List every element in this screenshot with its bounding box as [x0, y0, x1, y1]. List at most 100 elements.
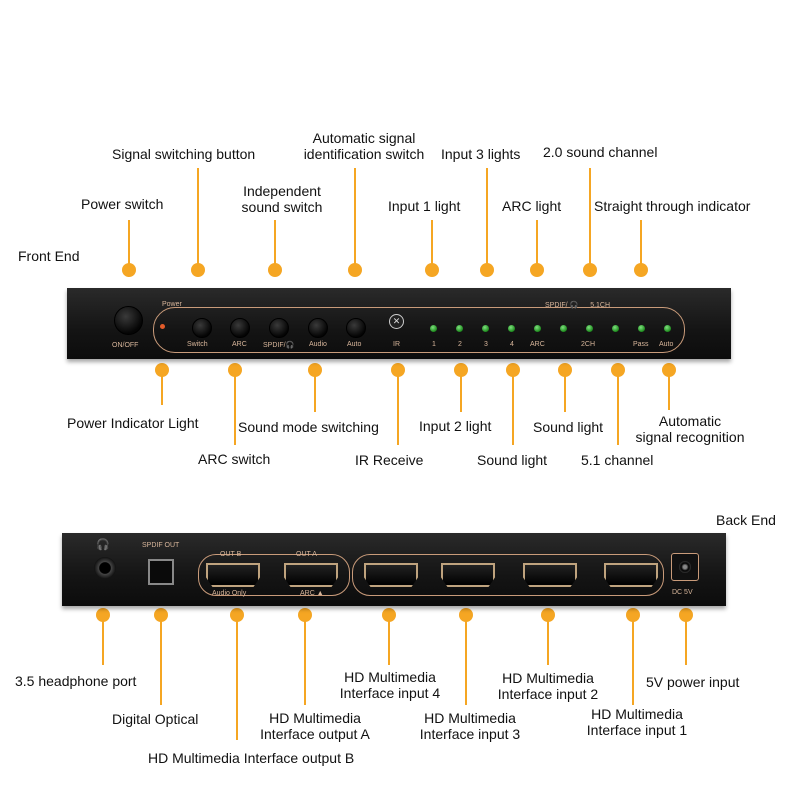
- label-auto-recognition-line1: Automatic: [658, 413, 722, 429]
- headphone-top-icon: 🎧: [569, 302, 579, 309]
- label-power-input: 5V power input: [646, 674, 740, 690]
- spdif-top-label: SPDIF/: [545, 302, 568, 309]
- headphone-jack[interactable]: [94, 557, 116, 579]
- label-arc-switch: ARC switch: [198, 451, 271, 467]
- dc-pin: [679, 561, 691, 573]
- label-independent-sound-line2: sound switch: [241, 199, 323, 215]
- led-input3: [482, 325, 489, 332]
- out-b-text: OUT B: [220, 551, 242, 558]
- label-signal-switching-button: Signal switching button: [112, 146, 256, 162]
- ch2-text: 2CH: [581, 341, 596, 348]
- label-hdmi-in4: HD Multimedia Interface input 4: [330, 669, 450, 701]
- spdif-out-text: SPDIF OUT: [142, 542, 180, 549]
- label-hdmi-in3-line2: Interface input 3: [419, 726, 521, 742]
- switch-button[interactable]: [192, 318, 212, 338]
- arc-back-label: ARC: [300, 590, 315, 597]
- label-hdmi-out-a-line1: HD Multimedia: [269, 710, 361, 726]
- led-arc: [534, 325, 541, 332]
- label-sound-channel-20: 2.0 sound channel: [543, 144, 658, 160]
- audio-text: Audio: [309, 341, 327, 348]
- out-a-text: OUT A: [296, 551, 317, 558]
- ch51-top-label: 5.1CH: [590, 302, 611, 309]
- hdmi-in1-port[interactable]: [604, 563, 658, 587]
- label-power-switch: Power switch: [81, 196, 164, 212]
- label-hdmi-in2: HD Multimedia Interface input 2: [486, 670, 610, 702]
- led-input2: [456, 325, 463, 332]
- auto-text: Auto: [347, 341, 362, 348]
- label-headphone-port: 3.5 headphone port: [15, 673, 137, 689]
- hdmi-out-b-port[interactable]: [206, 563, 260, 587]
- label-automatic-signal-id-line1: Automatic signal: [312, 130, 416, 146]
- led-pass: [638, 325, 645, 332]
- back-end-title: Back End: [716, 512, 776, 528]
- label-automatic-signal-id-line2: identification switch: [303, 146, 425, 162]
- headphone-icon: 🎧: [285, 342, 295, 349]
- label-hdmi-in4-line1: HD Multimedia: [344, 669, 436, 685]
- switch-text: Switch: [187, 341, 208, 348]
- audio-only-text: Audio Only: [212, 590, 247, 597]
- optical-port[interactable]: [148, 559, 174, 585]
- pass-text: Pass: [633, 341, 649, 348]
- label-sound-mode: Sound mode switching: [238, 419, 379, 435]
- spdif-label: SPDIF/: [263, 342, 286, 349]
- label-hdmi-out-b: HD Multimedia Interface output B: [148, 750, 355, 766]
- label-independent-sound: Independent sound switch: [232, 183, 332, 215]
- control-panel-outline: [153, 307, 685, 353]
- spdif-51ch-top-text: SPDIF/ 🎧 5.1CH: [545, 301, 610, 309]
- power-text: Power: [162, 301, 182, 308]
- label-input1-light: Input 1 light: [388, 198, 461, 214]
- hdmi-input-group: [352, 554, 664, 596]
- label-independent-sound-line1: Independent: [243, 183, 321, 199]
- dc5v-text: DC 5V: [672, 589, 693, 596]
- arc-button[interactable]: [230, 318, 250, 338]
- front-panel-device: ON/OFF Power SPDIF/ 🎧 5.1CH ✕ Switch ARC…: [67, 288, 731, 359]
- spdif-button[interactable]: [269, 318, 289, 338]
- num1-text: 1: [432, 341, 436, 348]
- label-hdmi-in1-line1: HD Multimedia: [591, 706, 683, 722]
- hdmi-in3-port[interactable]: [441, 563, 495, 587]
- hdmi-in2-port[interactable]: [523, 563, 577, 587]
- hdmi-in4-port[interactable]: [364, 563, 418, 587]
- power-knob[interactable]: [114, 306, 143, 335]
- num3-text: 3: [484, 341, 488, 348]
- led-input4: [508, 325, 515, 332]
- label-input2-light: Input 2 light: [419, 418, 492, 434]
- dc-power-port[interactable]: [671, 553, 699, 581]
- label-arc-light: ARC light: [502, 198, 562, 214]
- label-input3-lights: Input 3 lights: [441, 146, 521, 162]
- back-panel-device: 🎧 SPDIF OUT OUT B OUT A Audio Only ARC ▲…: [62, 533, 726, 606]
- label-digital-optical: Digital Optical: [112, 711, 199, 727]
- label-power-indicator: Power Indicator Light: [67, 415, 199, 431]
- arc2-text: ARC: [530, 341, 545, 348]
- label-hdmi-in3-line1: HD Multimedia: [424, 710, 516, 726]
- on-off-text: ON/OFF: [112, 342, 139, 349]
- label-straight-through: Straight through indicator: [594, 198, 751, 214]
- led-input1: [430, 325, 437, 332]
- auto-button[interactable]: [346, 318, 366, 338]
- led-sound-a: [560, 325, 567, 332]
- label-auto-recognition: Automatic signal recognition: [628, 413, 752, 445]
- spdif-text: SPDIF/🎧: [263, 341, 294, 349]
- label-auto-recognition-line2: signal recognition: [635, 429, 745, 445]
- headphone-jack-icon: 🎧: [96, 539, 110, 551]
- audio-button[interactable]: [308, 318, 328, 338]
- auto2-text: Auto: [659, 341, 674, 348]
- num2-text: 2: [458, 341, 462, 348]
- arc-text: ARC: [232, 341, 247, 348]
- label-hdmi-in2-line1: HD Multimedia: [502, 670, 594, 686]
- label-hdmi-in4-line2: Interface input 4: [339, 685, 441, 701]
- arc-back-text: ARC ▲: [300, 590, 324, 597]
- led-sound-b: [586, 325, 593, 332]
- led-51ch: [612, 325, 619, 332]
- label-hdmi-out-a-line2: Interface output A: [260, 726, 370, 742]
- ir-receiver: ✕: [389, 314, 404, 329]
- label-hdmi-out-a: HD Multimedia Interface output A: [250, 710, 380, 742]
- label-sound-light-b: Sound light: [477, 452, 548, 468]
- label-automatic-signal-id: Automatic signal identification switch: [296, 130, 432, 162]
- label-hdmi-in3: HD Multimedia Interface input 3: [410, 710, 530, 742]
- ir-text: IR: [393, 341, 400, 348]
- front-end-title: Front End: [18, 248, 80, 264]
- hdmi-out-a-port[interactable]: [284, 563, 338, 587]
- label-sound-light-a: Sound light: [533, 419, 604, 435]
